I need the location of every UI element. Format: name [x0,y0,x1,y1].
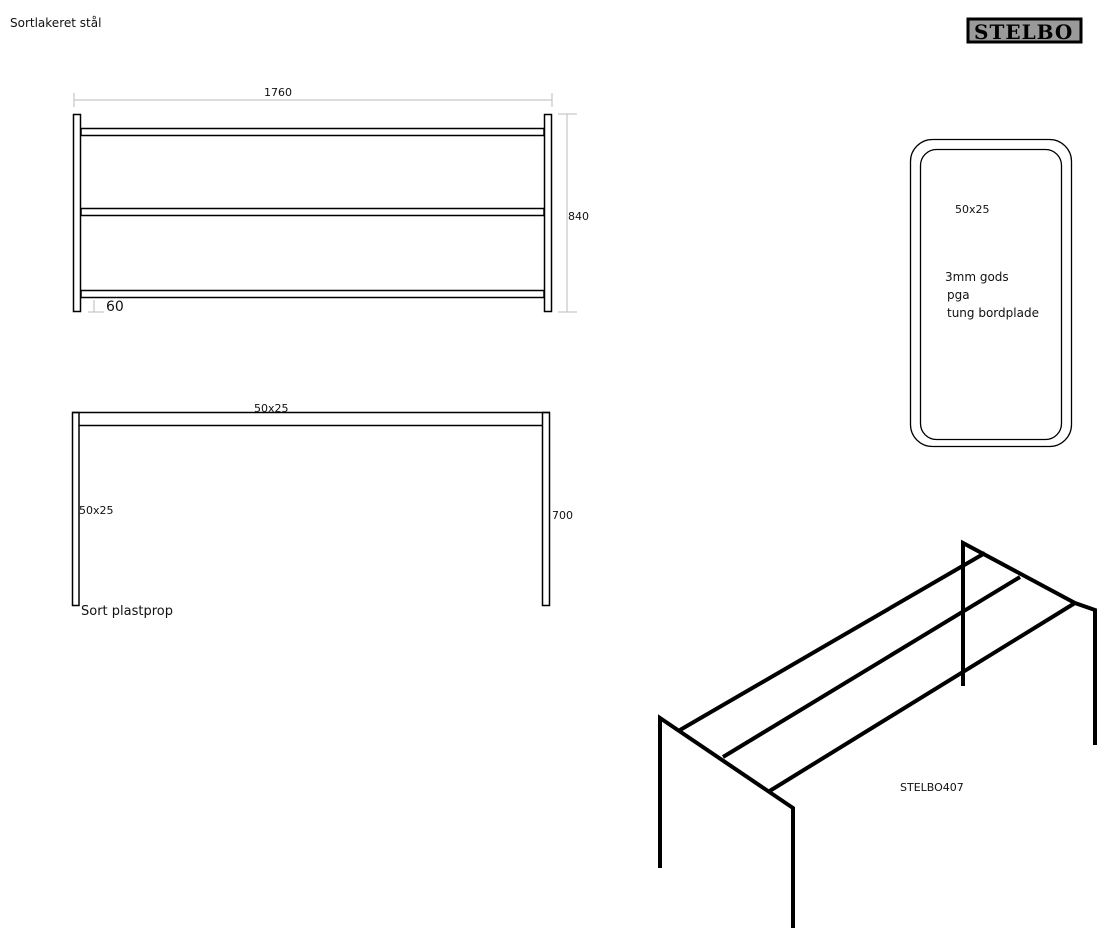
leg-profile-label: 50x25 [79,504,114,517]
profile-note-3: tung bordplade [947,306,1039,320]
front-leg-frame [658,714,795,928]
right-leg [541,411,551,607]
profile-note-1: 3mm gods [945,270,1009,284]
long-rail-2 [721,575,1022,759]
profile-note-2: pga [947,288,970,302]
stelbo-logo: STELBO [966,17,1083,44]
long-rail-1 [678,551,987,732]
long-rail-3 [766,601,1077,794]
bottom-rail [80,289,545,299]
top-profile-label: 50x25 [254,402,289,415]
model-label: STELBO407 [900,781,964,794]
offset-dimension: 60 [106,299,124,315]
width-dimension: 1760 [264,86,292,99]
top-rail [80,127,545,137]
side-height-dimension: 700 [552,509,573,522]
profile-section [909,138,1073,448]
title-text: Sortlakeret stål [10,16,101,30]
height-dimension: 840 [568,210,589,223]
left-post [72,113,82,313]
profile-size: 50x25 [955,203,990,216]
isometric-view [658,539,1097,928]
middle-rail [80,207,545,217]
logo-text: STELBO [974,20,1073,44]
right-post [543,113,553,313]
front-view [72,93,577,313]
back-leg-frame [961,539,1097,745]
side-view [71,411,551,607]
foot-note: Sort plastprop [81,604,173,619]
